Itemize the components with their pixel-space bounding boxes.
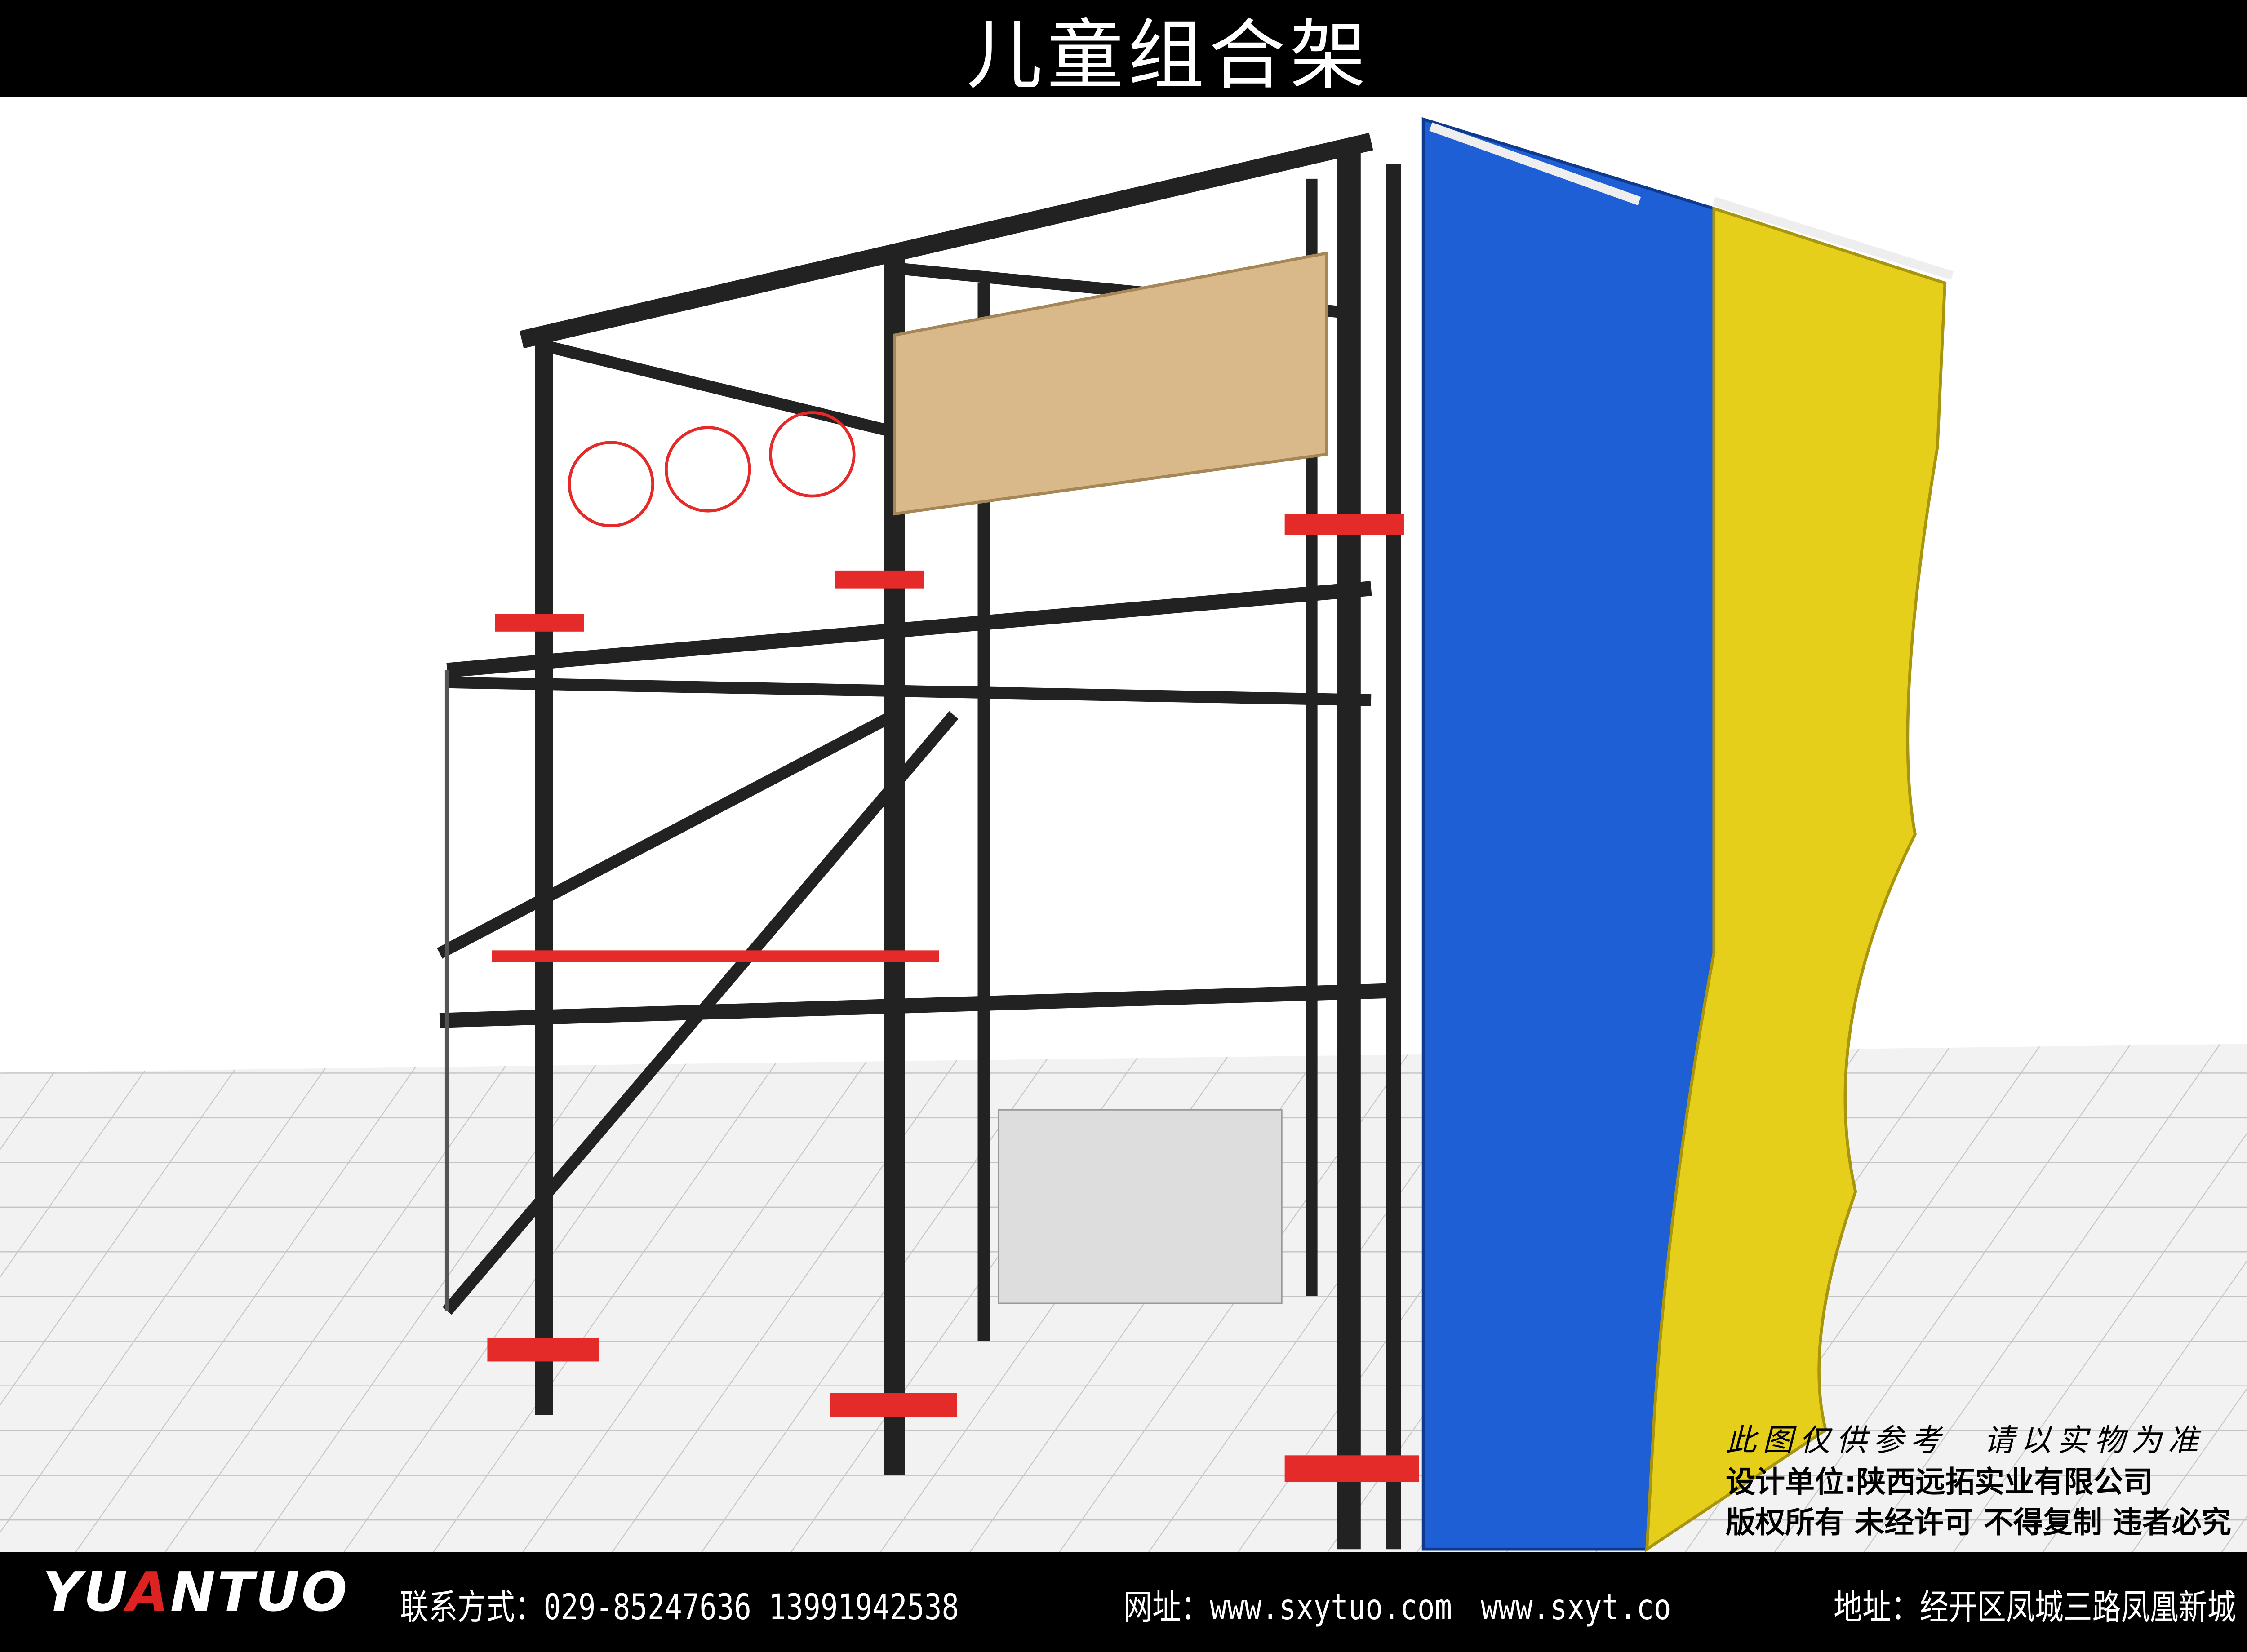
title-bar: 儿童组合架 bbox=[0, 0, 2247, 100]
page-title: 儿童组合架 bbox=[966, 11, 1371, 100]
cargo-net bbox=[998, 1109, 1283, 1304]
contact-info: 联系方式：029-85247636 13991942538 bbox=[400, 1587, 959, 1628]
disclaimer: 此图仅供参考 请以实物为准 bbox=[1726, 1423, 2205, 1458]
website-info: 网址：www.sxytuo.com www.sxyt.co bbox=[1124, 1587, 1671, 1628]
climbing-wall-yellow bbox=[1645, 206, 1947, 1552]
address-info: 地址：经开区凤城三路凤凰新城 bbox=[1834, 1587, 2236, 1628]
designer: 设计单位:陕西远拓实业有限公司 bbox=[1726, 1465, 2153, 1499]
footer-bar: YUANTUO 联系方式：029-85247636 13991942538 网址… bbox=[0, 1552, 2247, 1652]
wall-top-rails bbox=[1429, 122, 1954, 280]
brand-logo: YUANTUO bbox=[43, 1561, 349, 1624]
wood-panel bbox=[893, 251, 1328, 516]
copyright: 版权所有 未经许可 不得复制 违者必究 bbox=[1726, 1505, 2231, 1540]
spider-nets bbox=[568, 411, 856, 527]
platforms bbox=[487, 514, 1419, 1483]
